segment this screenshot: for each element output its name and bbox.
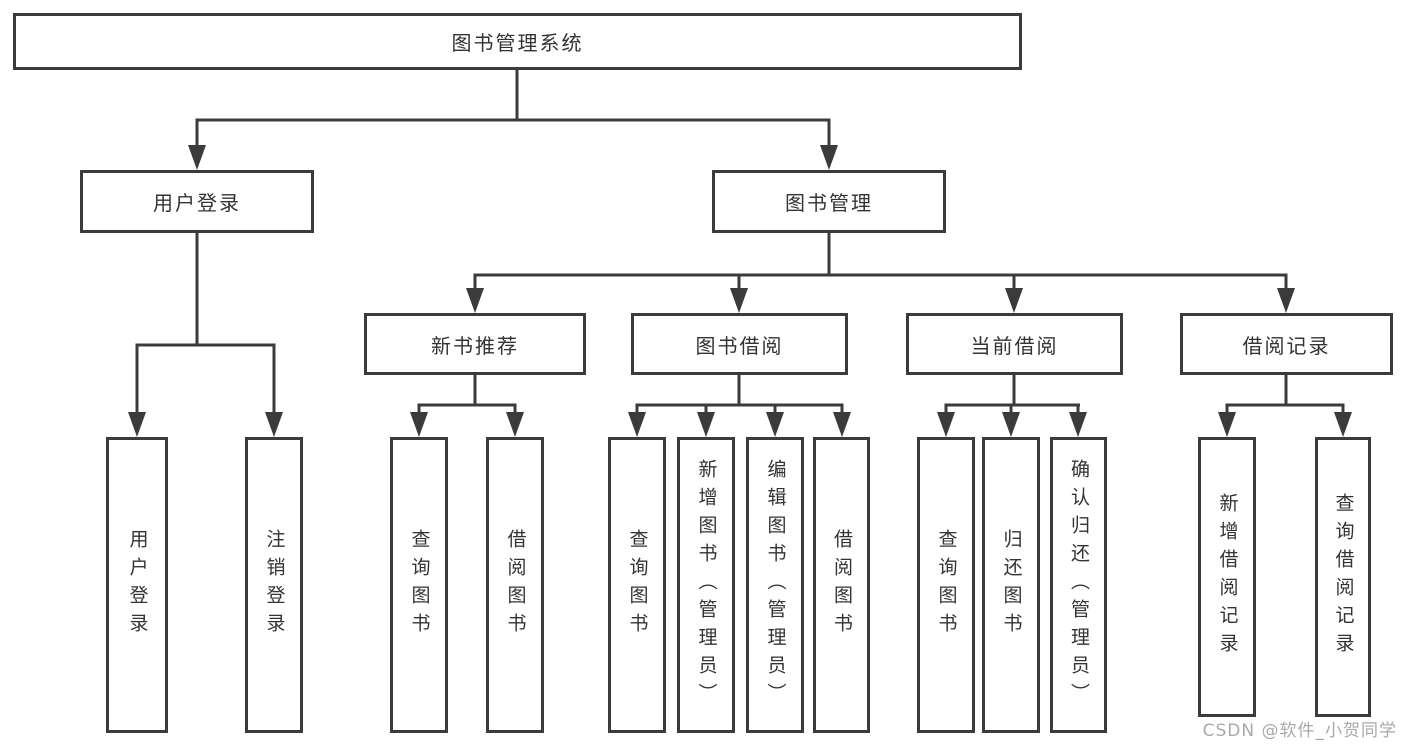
node-label: 注销登录 <box>263 529 286 641</box>
node-book-management: 图书管理 <box>712 170 946 233</box>
node-new-book-recommend: 新书推荐 <box>364 313 586 375</box>
node-book-borrow: 图书借阅 <box>631 313 848 375</box>
node-borrow-records: 借阅记录 <box>1180 313 1393 375</box>
leaf-add-books-admin: 新增图书（管理员） <box>677 437 735 733</box>
leaf-query-books-current: 查询图书 <box>917 437 975 733</box>
arrowheads <box>128 145 1352 437</box>
leaf-query-books-borrow: 查询图书 <box>608 437 666 733</box>
node-current-borrow: 当前借阅 <box>906 313 1123 375</box>
leaf-query-books-recommend: 查询图书 <box>390 437 448 733</box>
node-label: 用户登录 <box>126 529 149 641</box>
leaf-return-books: 归还图书 <box>982 437 1040 733</box>
leaf-user-login: 用户登录 <box>106 437 168 733</box>
node-label: 新增借阅记录 <box>1216 493 1239 661</box>
node-library-system: 图书管理系统 <box>13 13 1022 70</box>
node-label: 图书借阅 <box>695 333 784 358</box>
node-label: 借阅图书 <box>504 529 527 641</box>
node-label: 查询借阅记录 <box>1332 493 1355 661</box>
node-label: 查询图书 <box>935 529 958 641</box>
node-label: 查询图书 <box>626 529 649 641</box>
node-label: 确认归还（管理员） <box>1067 459 1090 711</box>
leaf-borrow-books-recommend: 借阅图书 <box>486 437 544 733</box>
leaf-borrow-books: 借阅图书 <box>813 437 870 733</box>
leaf-logout: 注销登录 <box>245 437 303 733</box>
watermark: CSDN @软件_小贺同学 <box>1202 721 1397 741</box>
node-label: 借阅图书 <box>830 529 853 641</box>
leaf-confirm-return-admin: 确认归还（管理员） <box>1050 437 1107 733</box>
node-label: 新增图书（管理员） <box>695 459 718 711</box>
node-label: 图书管理系统 <box>451 31 584 55</box>
node-label: 归还图书 <box>1000 529 1023 641</box>
node-label: 查询图书 <box>408 529 431 641</box>
leaf-add-borrow-record: 新增借阅记录 <box>1198 437 1256 717</box>
node-label: 当前借阅 <box>970 333 1059 358</box>
node-user-login: 用户登录 <box>80 170 314 233</box>
leaf-query-borrow-record: 查询借阅记录 <box>1315 437 1371 717</box>
node-label: 借阅记录 <box>1242 333 1331 358</box>
node-label: 图书管理 <box>785 191 873 215</box>
node-label: 新书推荐 <box>431 333 519 358</box>
leaf-edit-books-admin: 编辑图书（管理员） <box>746 437 804 733</box>
node-label: 用户登录 <box>153 191 241 215</box>
node-label: 编辑图书（管理员） <box>764 459 787 711</box>
